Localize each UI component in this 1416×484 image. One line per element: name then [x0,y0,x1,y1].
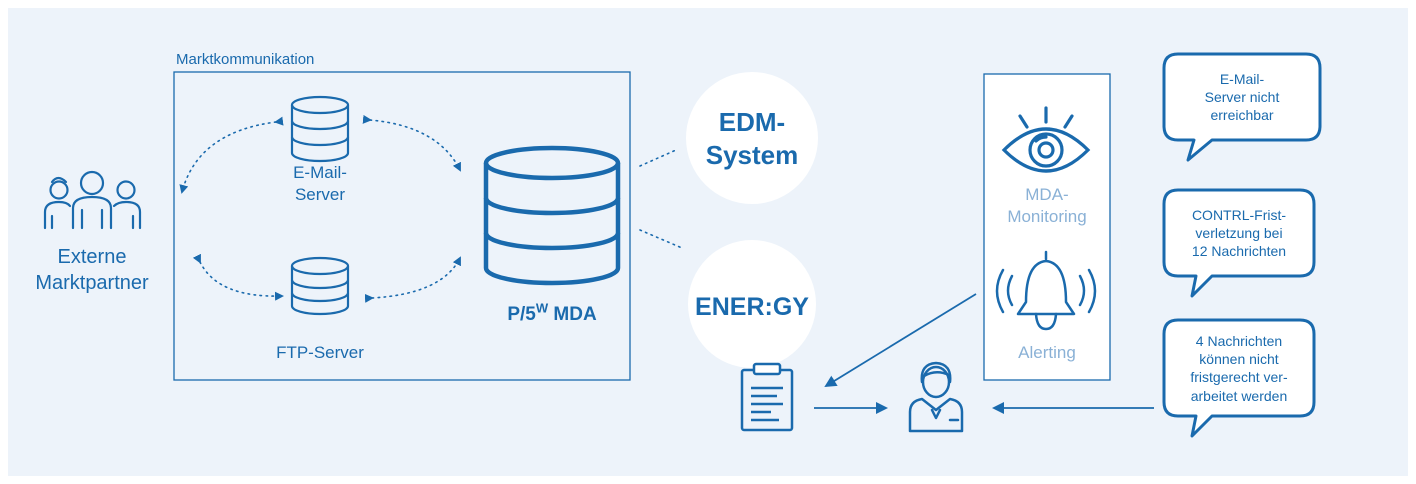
mail-server-label: E-Mail- Server [260,162,380,206]
bell-icon [995,250,1097,331]
monitoring-line2: Monitoring [1007,207,1087,227]
dotted-connector-mda-energy [639,229,683,249]
mda-label: P/5W MDA [462,300,642,328]
speech-bubble-3 [1162,318,1316,438]
bubble-3-line1: 4 Nachrichten [1195,333,1283,349]
ftp-server-database-icon [290,256,350,316]
bubble-1-text: E-Mail- Server nicht erreichbar [1170,70,1314,125]
bubble-1-line1: E-Mail- [1219,71,1265,87]
ftp-server-label: FTP-Server [276,343,364,362]
bubble-2-text: CONTRL-Frist- verletzung bei 12 Nachrich… [1167,206,1311,261]
monitoring-line1: MDA- [1025,185,1069,204]
bubble-1-line3: erreichbar [1210,107,1274,124]
dotted-connector-ftp-mda [364,256,461,303]
edm-system-label: EDM- System [686,106,818,171]
speech-bubble-2 [1162,188,1316,298]
bubble-2-line1: CONTRL-Frist- [1191,207,1287,223]
arrow-alerting-to-report [824,293,977,388]
clipboard-icon [740,362,794,432]
markt-frame [173,71,631,381]
energy-label: ENER:GY [695,293,809,321]
frame-title: Marktkommunikation [176,51,315,68]
employee-icon [908,361,964,433]
bubble-3-text: 4 Nachrichten können nicht fristgerecht … [1167,332,1311,405]
edm-circle [686,72,818,204]
mda-label-sup: W [535,300,549,316]
edm-line2: System [705,139,799,170]
speech-bubble-1 [1162,52,1322,162]
people-group-icon [43,170,142,230]
bubble-2-line2: verletzung bei [1195,225,1283,242]
mail-server-database-icon [290,95,350,163]
eye-icon [1001,106,1091,173]
mda-database-icon [483,145,621,286]
mail-server-line2: Server [294,185,346,205]
mail-server-line1: E-Mail- [293,163,347,182]
external-partners-line1: Externe [57,246,127,268]
bubble-1-line2: Server nicht [1204,89,1280,106]
bubble-2-line3: 12 Nachrichten [1191,243,1287,260]
bubble-3-line2: können nicht [1199,351,1279,368]
dotted-connector-ftp-external [192,253,284,301]
alerting-label: Alerting [1018,343,1076,362]
bubble-3-line4: arbeitet werden [1190,387,1288,404]
external-partners-line2: Marktpartner [35,272,149,294]
mda-label-suffix: MDA [548,304,597,325]
energy-circle [688,240,816,368]
bubble-3-line3: fristgerecht ver- [1190,369,1288,386]
dotted-connector-mda-edm [639,149,677,167]
external-partners-label: Externe Marktpartner [16,244,168,296]
dotted-connector-mail-mda [362,114,461,172]
mda-label-prefix: P/5 [507,304,536,325]
dotted-connector-mail-external [179,116,284,194]
edm-line1: EDM- [718,107,786,137]
monitoring-label: MDA- Monitoring [984,184,1110,228]
